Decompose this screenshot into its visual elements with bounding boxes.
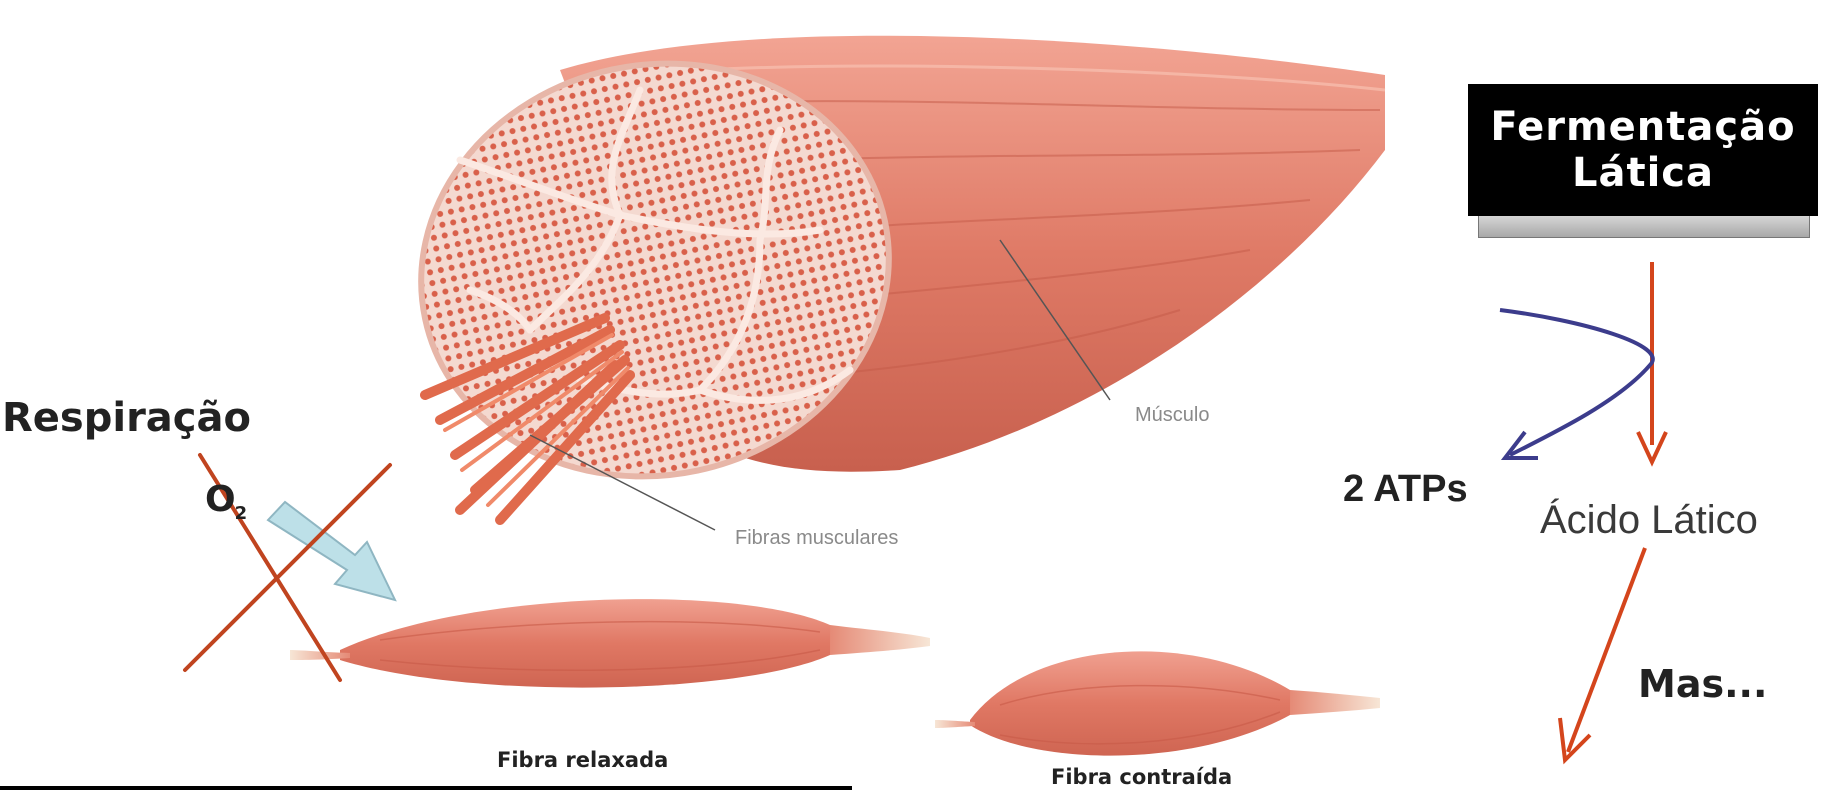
o2-label: O2 [205,482,246,523]
musculo-label: Músculo [1135,405,1209,425]
o2-arrow-icon [268,502,395,600]
o2-subscript: 2 [235,503,247,524]
title-box-shadow [1478,214,1810,238]
atp-branch-arrow-icon [1500,310,1653,458]
fibra-contraida-label: Fibra contraída [1051,767,1232,788]
title-line-1: Fermentação [1468,104,1818,150]
muscle-illustration [383,21,1385,530]
mas-label: Mas... [1638,665,1767,703]
atps-label: 2 ATPs [1343,470,1468,508]
fibras-label: Fibras musculares [735,528,898,548]
arrow-to-mas-icon [1560,548,1645,760]
respiracao-label: Respiração [2,398,251,438]
fibra-relaxada-label: Fibra relaxada [497,750,668,771]
o2-symbol: O [205,479,235,520]
title-box: Fermentação Lática [1468,84,1818,216]
bottom-rule [0,786,852,790]
contracted-fiber-illustration [935,651,1380,755]
acido-latico-label: Ácido Lático [1540,500,1758,540]
relaxed-fiber-illustration [290,599,930,687]
title-line-2: Lática [1468,150,1818,196]
